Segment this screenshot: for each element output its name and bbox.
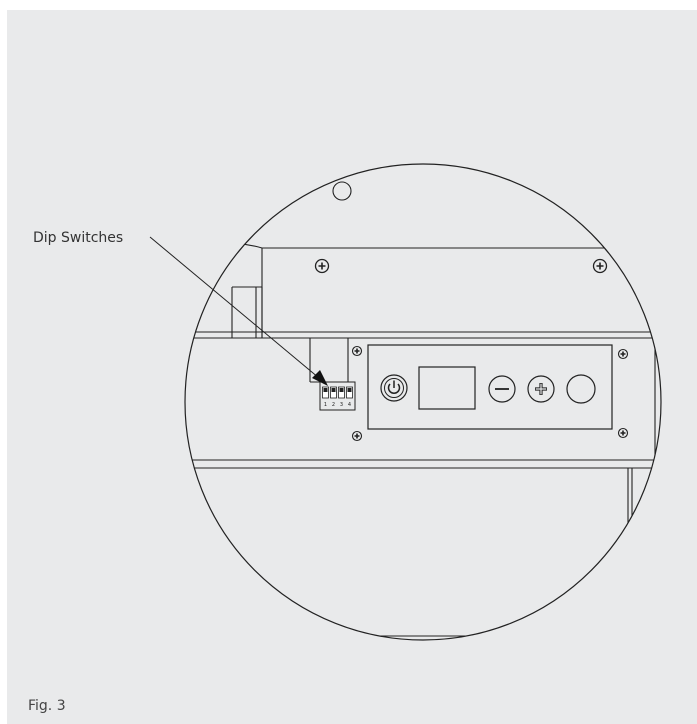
detail-circle (184, 163, 662, 641)
dip-switch-3 (338, 386, 345, 399)
dip-number-1: 1 (324, 402, 327, 408)
display-window (418, 366, 476, 410)
figure-caption: Fig. 3 (28, 698, 66, 714)
left-bracket (231, 286, 263, 338)
dip-switch-2 (330, 386, 337, 399)
dip-housing-sides (309, 338, 349, 382)
screw-icon (617, 348, 629, 360)
dip-switches-label: Dip Switches (33, 230, 123, 246)
dip-number-4: 4 (348, 402, 351, 408)
dip-number-3: 3 (340, 402, 343, 408)
screw-icon (314, 258, 330, 274)
dip-number-2: 2 (332, 402, 335, 408)
screw-icon (351, 345, 363, 357)
round-button (566, 374, 596, 404)
upper-curve (185, 164, 431, 236)
lower-right-edge (627, 468, 633, 640)
callout-arrowhead (312, 370, 328, 386)
screw-icon (592, 258, 608, 274)
left-wave (189, 243, 263, 256)
minus-button-icon (488, 375, 516, 403)
power-button-icon (380, 374, 408, 402)
lower-rail (350, 635, 640, 640)
callout-leader-line (149, 236, 326, 384)
right-notch (643, 237, 656, 243)
plus-button-icon (527, 375, 555, 403)
dip-switch-1 (322, 386, 329, 399)
dip-switch-block: 1 2 3 4 (319, 381, 356, 411)
figure-panel (7, 10, 697, 724)
control-panel (351, 344, 629, 442)
control-plate (367, 344, 613, 430)
heater-detail (185, 164, 660, 640)
screw-icon (351, 430, 363, 442)
dip-switch-4 (346, 386, 353, 399)
screw-icon (617, 427, 629, 439)
upper-plate (261, 247, 655, 338)
mounting-hole (332, 181, 352, 201)
